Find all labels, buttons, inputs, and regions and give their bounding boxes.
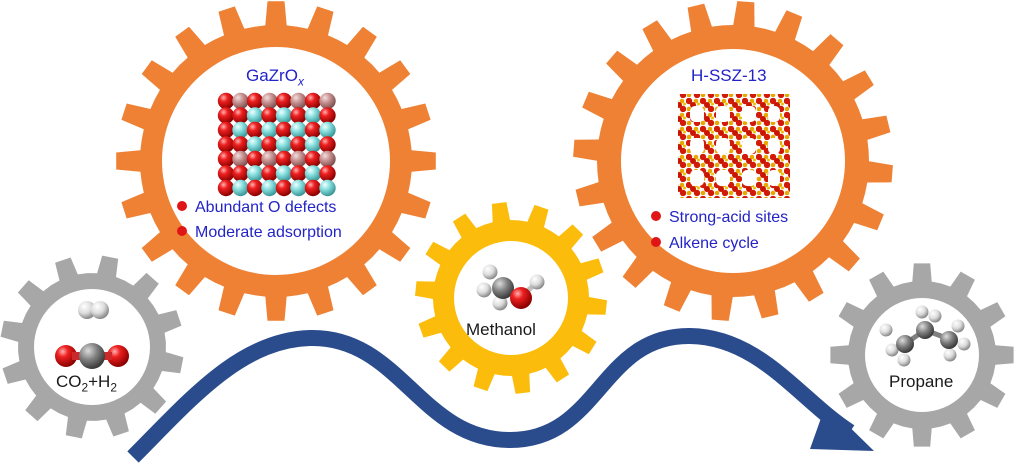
slab-atom — [261, 121, 278, 139]
co2-molecule — [55, 343, 129, 369]
slab-atom — [319, 136, 336, 153]
slab-atom — [290, 107, 307, 124]
catalyst-1-feature-2: Moderate adsorption — [177, 224, 342, 242]
slab-atom — [232, 150, 249, 168]
slab-atom — [217, 136, 235, 153]
slab-atom — [261, 150, 278, 168]
slab-atom — [275, 150, 293, 168]
slab-atom — [319, 107, 336, 124]
slab-atom — [275, 136, 293, 153]
slab-atom — [246, 150, 264, 168]
slab-atom — [275, 107, 293, 124]
bullet-dot — [177, 226, 187, 236]
reactant-h: +H — [88, 372, 111, 391]
slab-atom — [217, 121, 235, 139]
h2-molecule — [78, 301, 109, 319]
slab-atom — [304, 136, 322, 153]
slab-atom — [304, 150, 322, 168]
arrow-head — [810, 404, 874, 451]
slab-atom — [217, 92, 235, 110]
gear-product — [830, 263, 1014, 447]
slab-atom — [290, 150, 307, 168]
catalyst-2-feature-1: Strong-acid sites — [651, 209, 788, 227]
slab-atom — [232, 107, 249, 124]
gazrox-structure-image — [217, 92, 336, 197]
slab-atom — [275, 92, 293, 110]
product-label: Propane — [889, 372, 954, 391]
slab-atom — [217, 150, 235, 168]
slab-atom — [319, 165, 336, 182]
feature-text: Strong-acid sites — [669, 209, 789, 226]
slab-atom — [319, 179, 336, 197]
slab-atom — [217, 179, 235, 197]
catalyst-1-title-subscript: x — [297, 74, 304, 89]
slab-atom — [304, 92, 322, 110]
catalyst-1-title: GaZrOx — [246, 66, 304, 88]
slab-atom — [246, 179, 264, 197]
slab-atom — [261, 136, 278, 153]
slab-atom — [275, 121, 293, 139]
slab-atom — [290, 92, 307, 110]
slab-atom — [275, 179, 293, 197]
h-ssz-13-structure-image — [678, 94, 790, 198]
intermediate-label: Methanol — [466, 320, 536, 339]
slab-atom — [304, 107, 322, 124]
catalyst-1-title-main: GaZrO — [246, 66, 298, 85]
propane-molecule — [879, 305, 971, 367]
bullet-dot — [651, 237, 661, 247]
gear-hub — [865, 298, 979, 412]
slab-atom — [232, 136, 249, 153]
slab-atom — [232, 165, 249, 182]
slab-atom — [319, 150, 336, 168]
reactant-sub-1: 2 — [81, 380, 89, 395]
slab-atom — [232, 92, 249, 110]
feature-text: Moderate adsorption — [195, 224, 342, 241]
reactant-label: CO2+H2 — [56, 372, 117, 394]
slab-atom — [304, 179, 322, 197]
bullet-dot — [651, 211, 661, 221]
feature-text: Abundant O defects — [195, 199, 337, 216]
methanol-molecule — [476, 264, 545, 311]
catalyst-1-feature-1: Abundant O defects — [177, 199, 336, 217]
reactant-co: CO — [56, 372, 82, 391]
slab-atom — [290, 136, 307, 153]
slab-atom — [261, 179, 278, 197]
reactant-sub-2: 2 — [110, 380, 117, 395]
slab-atom — [246, 92, 264, 110]
slab-atom — [304, 165, 322, 182]
slab-atom — [217, 107, 235, 124]
slab-atom — [232, 121, 249, 139]
slab-atom — [261, 107, 278, 124]
feature-text: Alkene cycle — [669, 235, 759, 252]
slab-atom — [232, 179, 249, 197]
slab-atom — [217, 165, 235, 182]
slab-atom — [246, 121, 264, 139]
slab-atom — [319, 92, 336, 110]
reaction-pathway-arrow — [127, 327, 855, 463]
slab-atom — [319, 121, 336, 139]
slab-atom — [304, 121, 322, 139]
slab-atom — [290, 165, 307, 182]
slab-atom — [246, 107, 264, 124]
slab-atom — [275, 165, 293, 182]
slab-atom — [290, 121, 307, 139]
slab-atom — [261, 165, 278, 182]
slab-atom — [290, 179, 307, 197]
bullet-dot — [177, 201, 187, 211]
catalyst-2-feature-2: Alkene cycle — [651, 235, 759, 253]
catalyst-2-title: H-SSZ-13 — [691, 66, 767, 85]
slab-atom — [246, 165, 264, 182]
slab-atom — [246, 136, 264, 153]
slab-atom — [261, 92, 278, 110]
